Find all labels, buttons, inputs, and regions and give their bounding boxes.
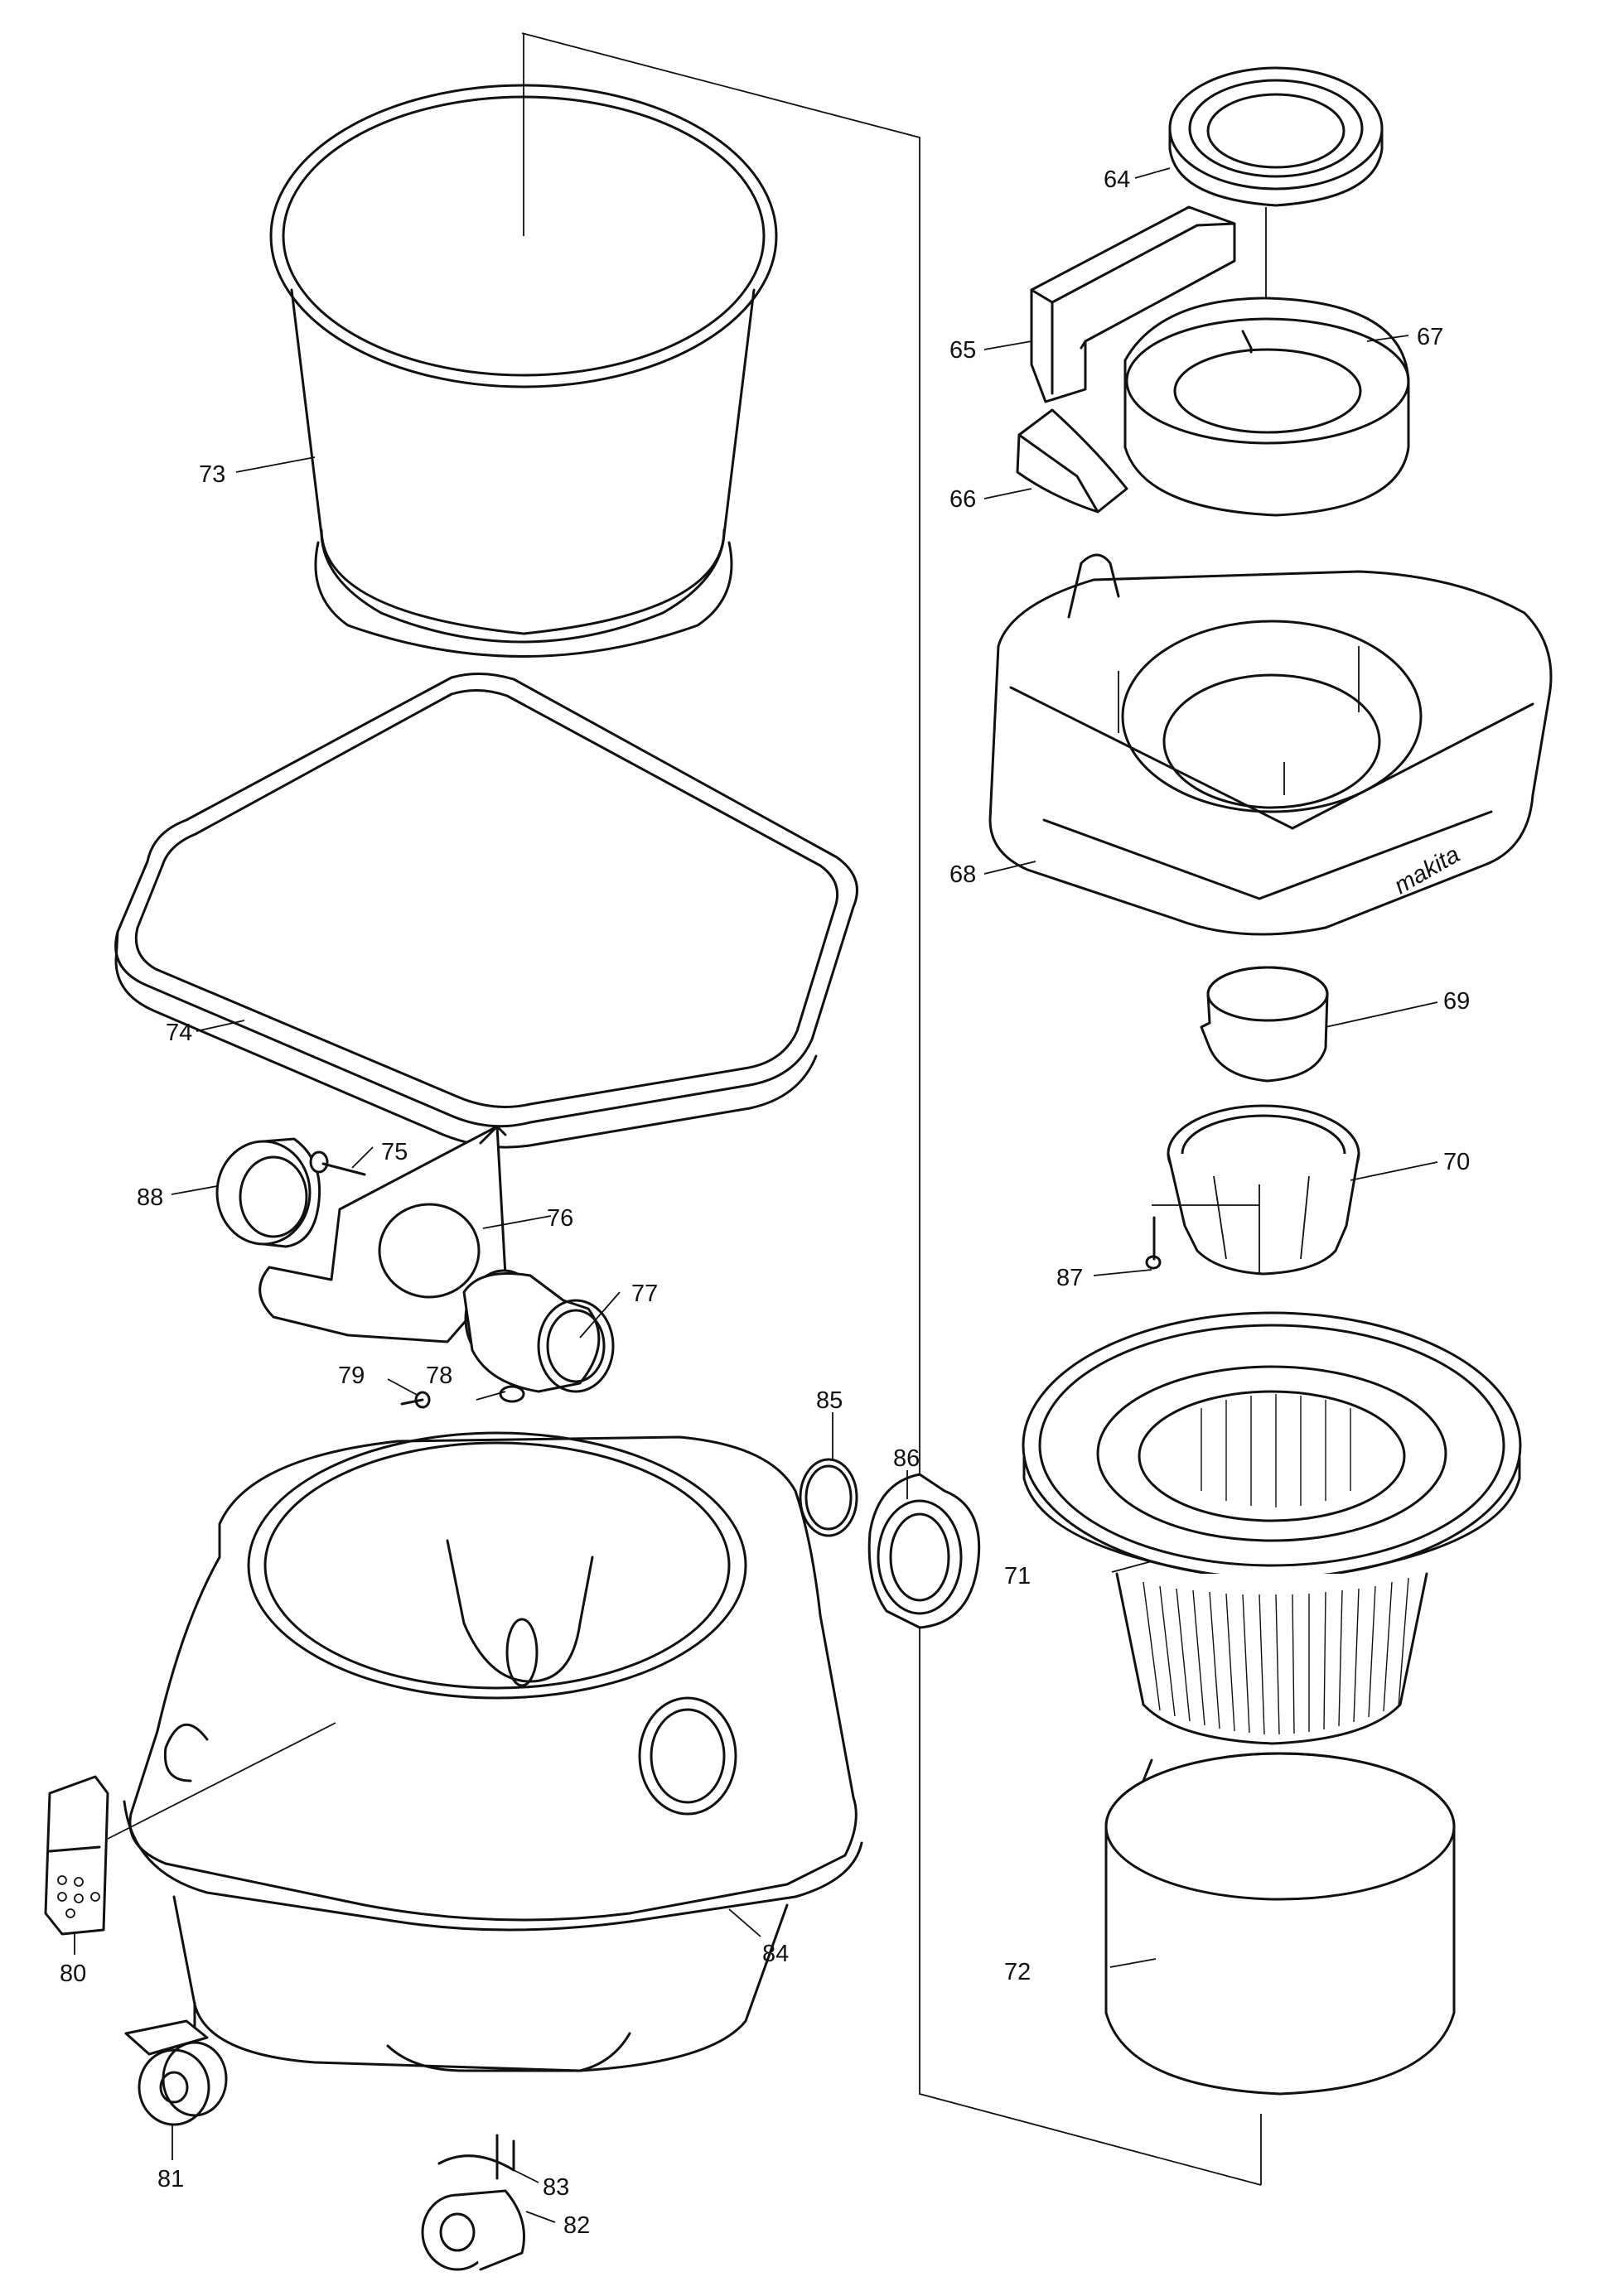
part-66-foam-wedge (1016, 408, 1128, 514)
callout-75: 75 (381, 1139, 408, 1165)
callout-70: 70 (1443, 1149, 1470, 1175)
part-77-inlet-elbow (462, 1269, 615, 1393)
callout-65: 65 (949, 337, 976, 364)
callout-77: 77 (631, 1281, 658, 1307)
callout-82: 82 (563, 2212, 590, 2239)
assembly-frame-lines (521, 32, 1262, 2186)
part-71-cartridge-filter (1022, 1311, 1522, 1745)
part-68-motor-cover: makita (988, 553, 1553, 936)
callout-67: 67 (1417, 324, 1443, 350)
part-82-caster (421, 2134, 525, 2271)
part-75-screw (309, 1150, 366, 1176)
callout-74: 74 (166, 1020, 192, 1046)
part-83-pin (437, 2139, 515, 2172)
part-79-screw (400, 1391, 431, 1409)
callout-78: 78 (426, 1363, 452, 1389)
callout-86: 86 (893, 1445, 920, 1472)
part-87-screw (1145, 1216, 1162, 1270)
callout-81: 81 (157, 2166, 184, 2192)
part-84-tank (123, 1431, 863, 2072)
part-72-filter-sleeve (1104, 1752, 1456, 2096)
part-88-hose-cuff (215, 1137, 321, 1248)
part-78-plug (499, 1385, 525, 1403)
callout-73: 73 (199, 461, 225, 488)
callout-72: 72 (1004, 1959, 1031, 1985)
callout-80: 80 (60, 1961, 86, 1987)
callout-64: 64 (1104, 166, 1130, 193)
part-70-float-cage (1152, 1104, 1360, 1276)
filter-pleats (1143, 1394, 1409, 1735)
callout-85: 85 (816, 1387, 843, 1414)
callout-68: 68 (949, 861, 976, 888)
callout-71: 71 (1004, 1563, 1031, 1589)
part-64-seal-ring (1168, 66, 1384, 431)
callout-84: 84 (762, 1941, 789, 1967)
part-65-foam-block (1030, 205, 1236, 403)
part-73-filter-bag (269, 33, 778, 658)
callout-69: 69 (1443, 988, 1470, 1015)
callout-76: 76 (547, 1205, 573, 1232)
part-86-outlet-collar (867, 1473, 981, 1629)
part-67-foam-ring (1123, 297, 1410, 517)
part-69-float-cap (1200, 966, 1329, 1083)
callout-79: 79 (338, 1363, 365, 1389)
callout-83: 83 (543, 2174, 569, 2201)
callout-87: 87 (1056, 1265, 1083, 1291)
part-85-o-ring (799, 1458, 858, 1537)
callout-88: 88 (137, 1184, 163, 1211)
callout-66: 66 (949, 486, 976, 513)
part-76-bracket-plate (258, 1125, 507, 1343)
part-80-latch (44, 1722, 336, 1936)
part-81-caster (124, 2001, 228, 2126)
leader-lines (74, 167, 1438, 2223)
part-74-gasket (114, 672, 858, 1149)
callout-labels: 64 65 66 67 68 69 70 71 72 73 74 75 76 7… (60, 166, 1470, 2239)
